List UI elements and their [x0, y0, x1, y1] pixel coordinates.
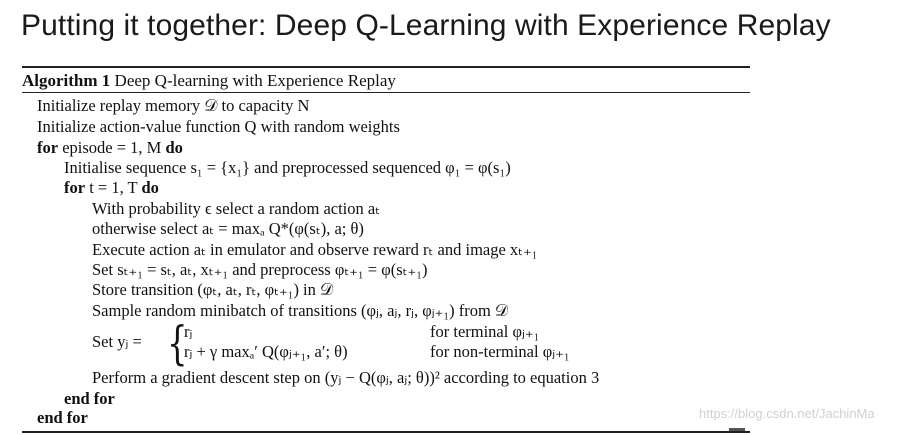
- line-init-q: Initialize action-value function Q with …: [37, 117, 400, 136]
- algorithm-bottom-rule: [22, 431, 750, 433]
- algorithm-top-rule: [22, 66, 750, 68]
- line-end-for-inner: end for: [64, 389, 115, 408]
- line-init-memory: Initialize replay memory 𝒟 to capacity N: [37, 96, 310, 115]
- algorithm-name: Deep Q-learning with Experience Replay: [114, 71, 396, 90]
- line-gradient-step: Perform a gradient descent step on (yⱼ −…: [92, 368, 600, 387]
- slide-title: Putting it together: Deep Q-Learning wit…: [21, 9, 831, 42]
- line-execute-action: Execute action aₜ in emulator and observ…: [92, 240, 538, 259]
- line-otherwise-select: otherwise select aₜ = maxₐ Q*(φ(sₜ), a; …: [92, 219, 364, 238]
- algorithm-label: Algorithm 1: [22, 71, 111, 90]
- case-terminal-expr: rⱼ: [184, 322, 193, 341]
- line-init-sequence: Initialise sequence s₁ = {x₁} and prepro…: [64, 158, 511, 177]
- algorithm-header-rule: [22, 92, 750, 93]
- case-nonterminal-expr: rⱼ + γ maxₐ′ Q(φⱼ₊₁, a′; θ): [184, 342, 348, 361]
- watermark-text: https://blog.csdn.net/JachinMa: [699, 406, 875, 421]
- line-probability-epsilon: With probability ϵ select a random actio…: [92, 199, 381, 218]
- case-terminal-cond: for terminal φⱼ₊₁: [430, 322, 540, 341]
- line-for-episode: for episode = 1, M do: [37, 138, 183, 157]
- algorithm-header: Algorithm 1 Deep Q-learning with Experie…: [22, 71, 396, 91]
- line-for-t: for t = 1, T do: [64, 178, 159, 197]
- line-end-for-outer: end for: [37, 408, 88, 427]
- cases-brace: {: [167, 316, 188, 370]
- case-nonterminal-cond: for non-terminal φⱼ₊₁: [430, 342, 570, 361]
- corner-mark: [729, 428, 745, 431]
- line-store-transition: Store transition (φₜ, aₜ, rₜ, φₜ₊₁) in 𝒟: [92, 280, 334, 299]
- line-set-y: Set yⱼ =: [92, 332, 142, 351]
- line-set-state: Set sₜ₊₁ = sₜ, aₜ, xₜ₊₁ and preprocess φ…: [92, 260, 428, 279]
- line-sample-minibatch: Sample random minibatch of transitions (…: [92, 301, 509, 320]
